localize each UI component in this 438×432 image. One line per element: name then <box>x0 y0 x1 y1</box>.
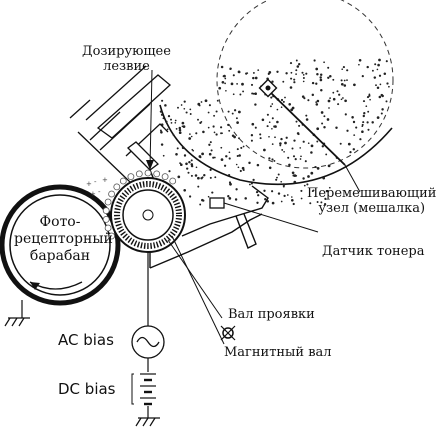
photoreceptor-drum <box>0 184 121 306</box>
charge-marks: +-+ +- <box>86 176 108 198</box>
toner-sensor <box>209 197 319 233</box>
toner-sensor-label: Датчик тонера <box>322 244 425 259</box>
mixer-label-line1: Перемешивающий <box>307 186 437 201</box>
doctor-blade-label-line2: лезвие <box>103 59 150 74</box>
magnetic-roller-label: Магнитный вал <box>224 345 332 360</box>
dc-bias-label: DC bias <box>58 380 116 398</box>
toner-hopper-outline <box>216 0 394 169</box>
doctor-blade-label: Дозирующее лезвие <box>82 44 171 74</box>
drum-label-line2: рецепторный <box>14 231 113 247</box>
ac-bias-label: AC bias <box>58 331 114 349</box>
mixer-pointer <box>344 164 361 193</box>
developer-roller-label: Вал проявки <box>228 307 315 322</box>
developer-roller <box>110 177 186 253</box>
mixer-label: Перемешивающий узел (мешалка) <box>307 186 436 216</box>
mixer-agitator <box>258 78 346 166</box>
drum-label-line3: барабан <box>29 248 91 264</box>
doctor-blade-label-line1: Дозирующее <box>82 44 171 59</box>
svg-text:+: + <box>90 190 96 198</box>
svg-text:-: - <box>98 188 101 196</box>
doctor-blade-pointer <box>149 69 153 169</box>
ac-source-icon <box>131 325 165 359</box>
svg-text:-: - <box>94 178 97 186</box>
magnetic-roller-pointer <box>171 235 225 345</box>
drum-label: Фото- рецепторный барабан <box>14 214 113 265</box>
drum-label-line1: Фото- <box>39 214 81 230</box>
svg-text:+: + <box>102 176 108 184</box>
carrier-beads <box>102 169 177 240</box>
drum-ground-icon <box>4 300 30 327</box>
dc-ground-icon <box>135 417 160 427</box>
doctor-blade-arrowhead <box>146 160 154 170</box>
hopper-wall <box>159 104 393 186</box>
developer-roller-pointer <box>167 239 223 319</box>
lower-housing <box>149 185 269 269</box>
mixer-label-line2: узел (мешалка) <box>318 201 426 216</box>
roller-symbol-icon <box>220 325 236 341</box>
svg-text:+: + <box>86 180 92 188</box>
dc-battery-icon <box>131 373 156 406</box>
